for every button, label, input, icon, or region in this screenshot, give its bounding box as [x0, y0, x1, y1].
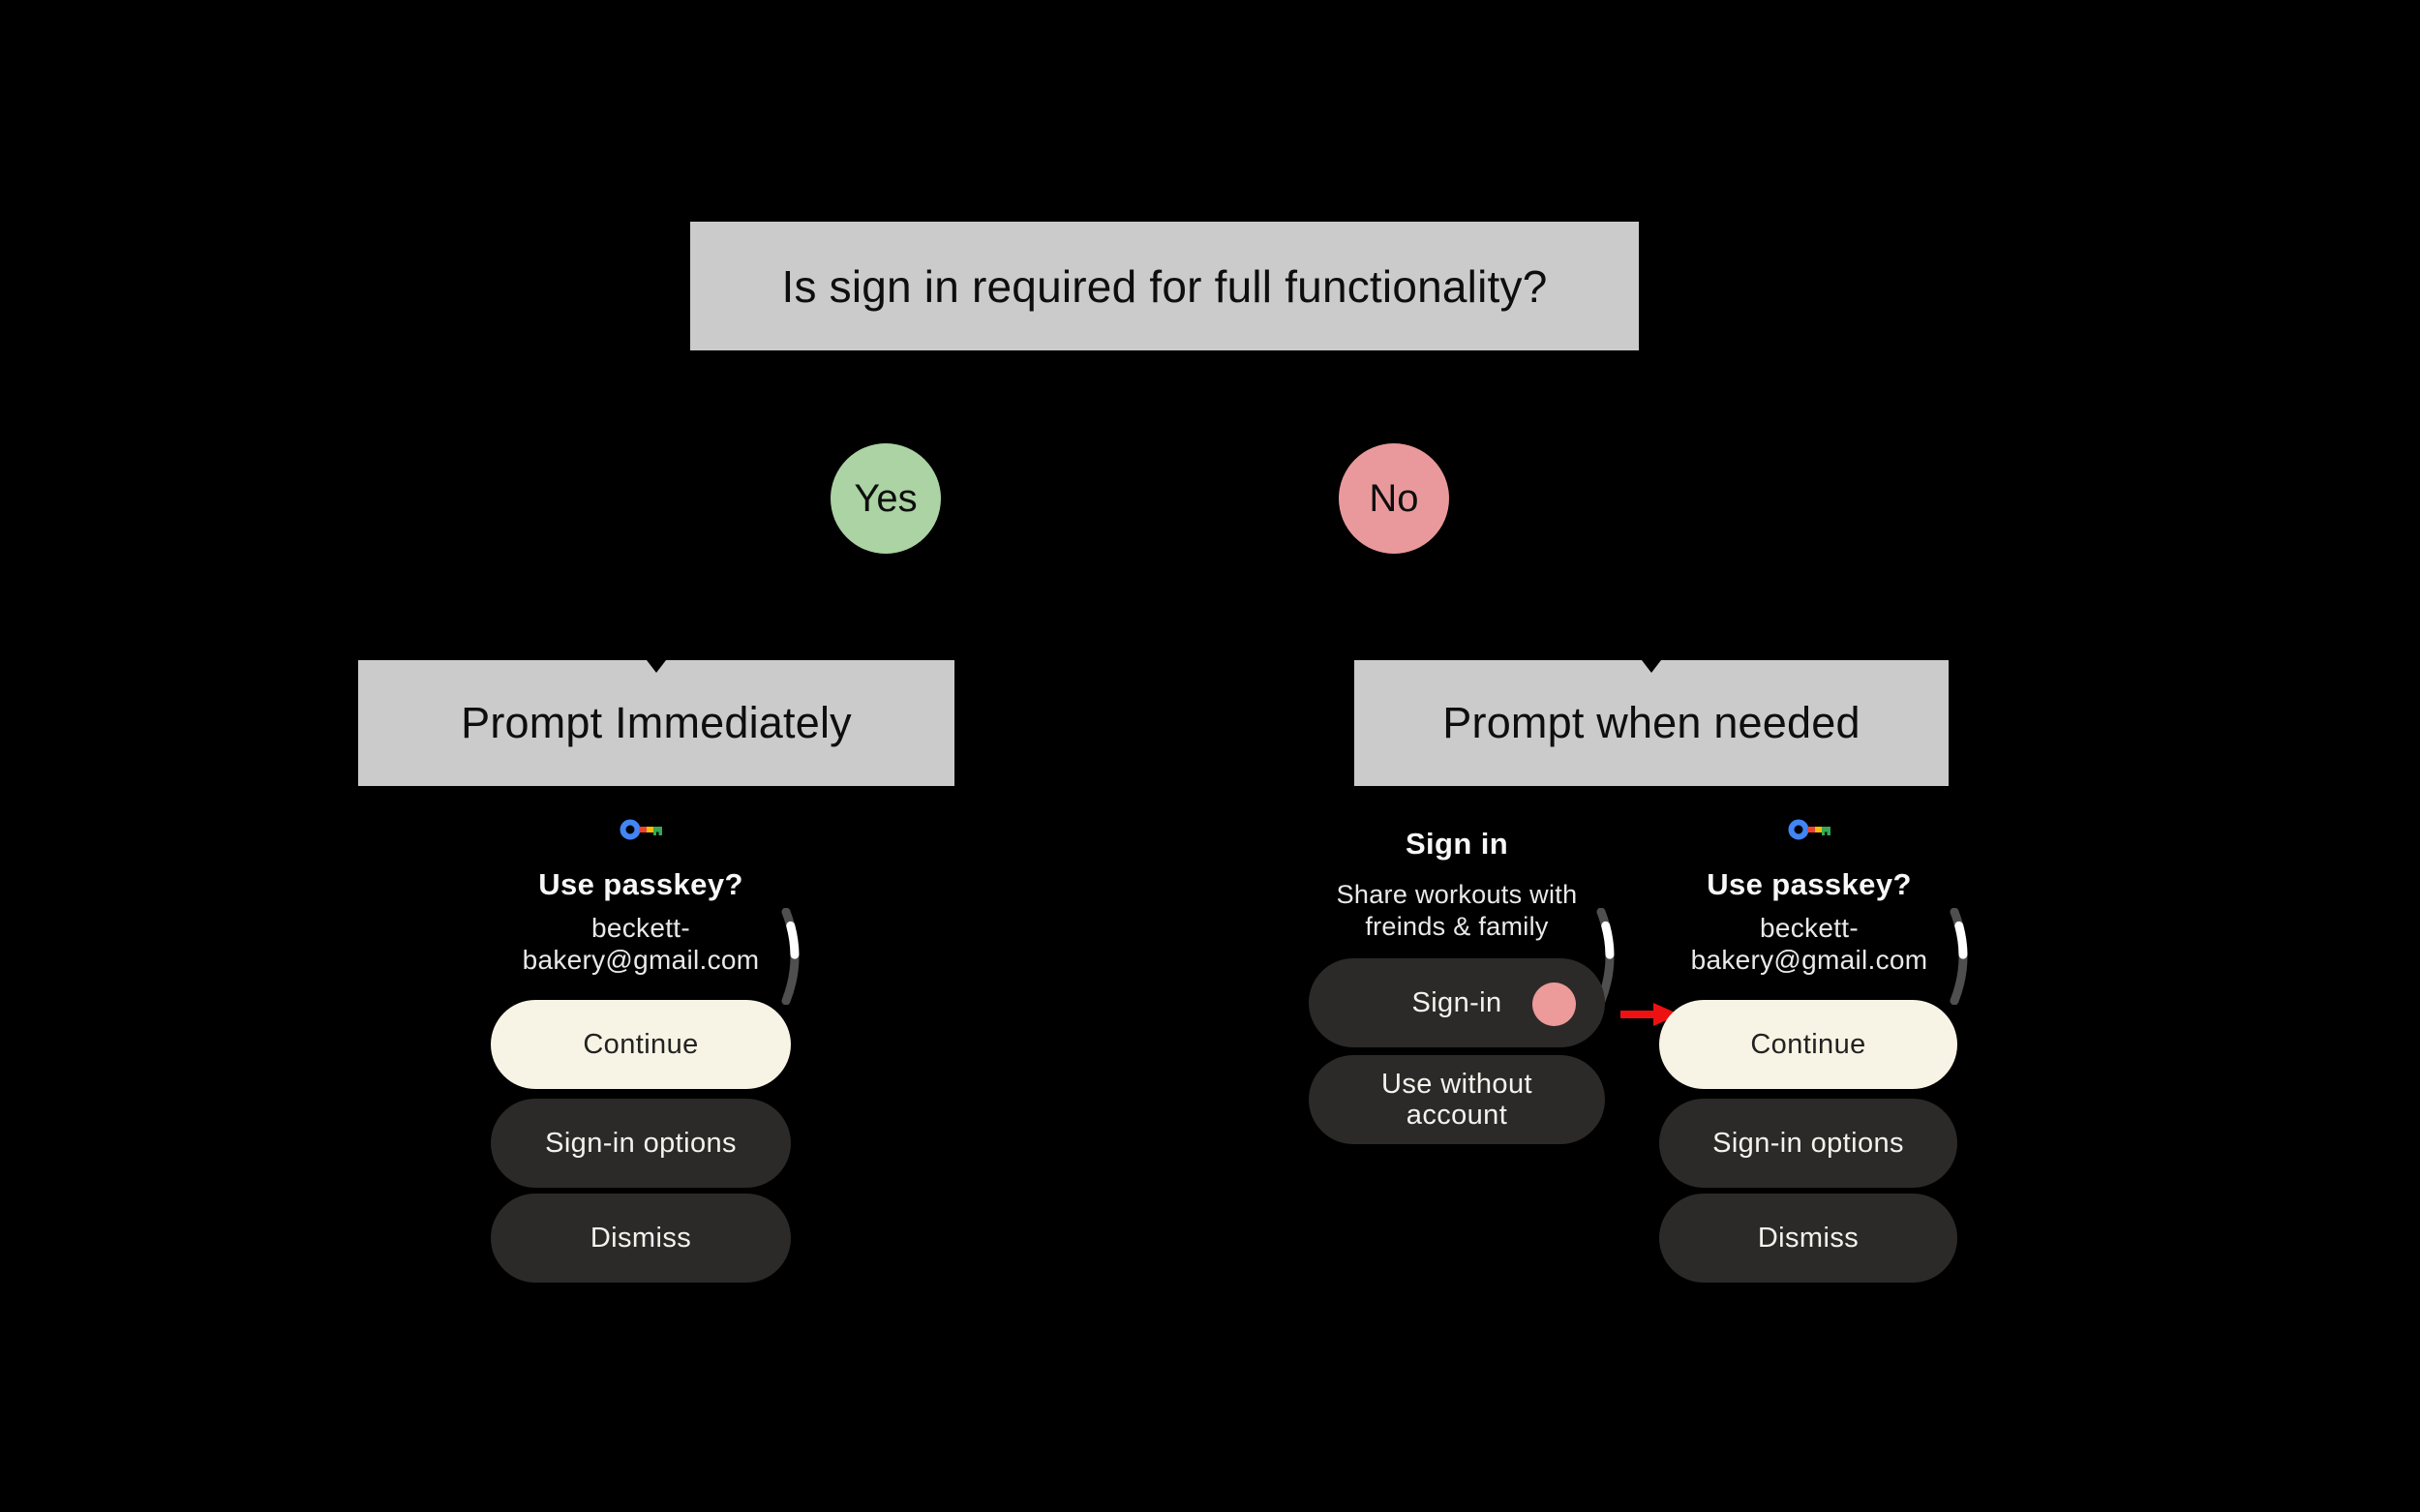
dismiss-button[interactable]: Dismiss: [1659, 1194, 1957, 1283]
question-text: Is sign in required for full functionali…: [781, 260, 1548, 312]
dismiss-button[interactable]: Dismiss: [491, 1194, 791, 1283]
email-line1: beckett-: [590, 913, 690, 943]
email-line2: bakery@gmail.com: [522, 945, 760, 975]
sign-in-title: Sign in: [1405, 827, 1509, 861]
use-without-account-label: Use without account: [1381, 1069, 1532, 1131]
continue-button[interactable]: Continue: [1659, 1000, 1957, 1089]
scroll-indicator[interactable]: [1949, 908, 1974, 1005]
account-email: beckett- bakery@gmail.com: [523, 912, 760, 976]
passkey-title: Use passkey?: [1707, 867, 1912, 901]
question-box: Is sign in required for full functionali…: [690, 222, 1639, 350]
connector-arrowhead: [647, 660, 666, 673]
passkey-title: Use passkey?: [538, 867, 743, 901]
yes-node: Yes: [831, 443, 941, 554]
email-line2: bakery@gmail.com: [1690, 945, 1928, 975]
sign-in-options-label: Sign-in options: [545, 1128, 737, 1159]
scroll-indicator[interactable]: [780, 908, 805, 1005]
no-label: No: [1369, 476, 1419, 520]
continue-label: Continue: [583, 1029, 699, 1060]
description-line1: Share workouts with: [1336, 880, 1578, 909]
outcome-no-text: Prompt when needed: [1442, 698, 1860, 747]
outcome-yes-text: Prompt Immediately: [461, 698, 852, 747]
sign-in-options-button[interactable]: Sign-in options: [1659, 1099, 1957, 1188]
yes-label: Yes: [854, 476, 918, 520]
red-arrow-right-icon: [1620, 1003, 1679, 1026]
continue-label: Continue: [1750, 1029, 1866, 1060]
sign-in-options-button[interactable]: Sign-in options: [491, 1099, 791, 1188]
connector-arrowhead: [1642, 660, 1661, 673]
use-without-account-button[interactable]: Use without account: [1309, 1055, 1605, 1144]
use-without-line1: Use without: [1381, 1069, 1532, 1100]
tap-cursor-dot: [1532, 983, 1576, 1026]
account-email: beckett- bakery@gmail.com: [1691, 912, 1928, 976]
passkey-key-icon: [620, 819, 662, 840]
use-without-line2: account: [1406, 1100, 1508, 1131]
passkey-key-icon: [1788, 819, 1830, 840]
sign-in-button-label: Sign-in: [1411, 987, 1502, 1018]
dismiss-label: Dismiss: [590, 1223, 692, 1254]
description-line2: freinds & family: [1365, 912, 1549, 941]
sign-in-description: Share workouts with freinds & family: [1337, 879, 1578, 943]
outcome-box-prompt-immediately: Prompt Immediately: [358, 660, 954, 786]
dismiss-label: Dismiss: [1757, 1223, 1860, 1254]
no-node: No: [1339, 443, 1449, 554]
email-line1: beckett-: [1759, 913, 1859, 943]
outcome-box-prompt-when-needed: Prompt when needed: [1354, 660, 1949, 786]
scroll-indicator[interactable]: [1595, 908, 1620, 1005]
continue-button[interactable]: Continue: [491, 1000, 791, 1089]
sign-in-options-label: Sign-in options: [1712, 1128, 1904, 1159]
